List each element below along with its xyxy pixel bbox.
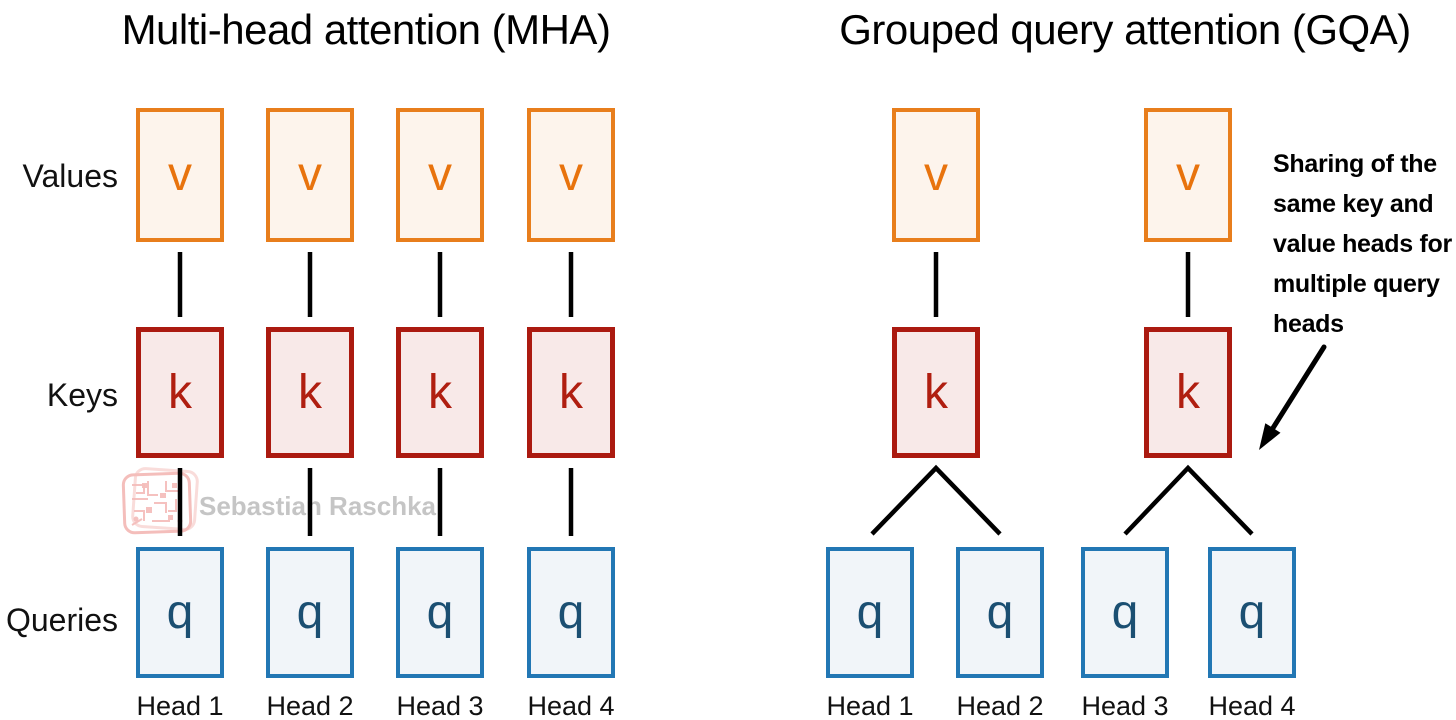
key-letter: k <box>924 365 948 419</box>
annotation-arrow-icon <box>1259 344 1327 450</box>
gqa-head-label-3: Head 3 <box>1081 691 1169 720</box>
gqa-head-label-4: Head 4 <box>1208 691 1296 720</box>
key-letter: k <box>298 365 322 419</box>
value-letter: v <box>1176 148 1200 201</box>
gqa-query-box-1: q <box>826 547 914 678</box>
query-letter: q <box>296 585 324 639</box>
gqa-key-box-1: k <box>892 327 980 458</box>
gqa-title: Grouped query attention (GQA) <box>839 6 1411 53</box>
query-letter: q <box>856 585 884 639</box>
gqa-query-box-2: q <box>956 547 1044 678</box>
query-letter: q <box>1111 585 1139 639</box>
query-letter: q <box>426 585 454 639</box>
circuit-chip-logo-icon <box>121 467 199 535</box>
mha-head-label-4: Head 4 <box>527 691 615 720</box>
mha-head-label-2: Head 2 <box>266 691 354 720</box>
mha-value-box-1: v <box>136 108 224 242</box>
value-letter: v <box>924 148 948 201</box>
gqa-head-label-2: Head 2 <box>956 691 1044 720</box>
mha-key-box-4: k <box>527 327 615 458</box>
value-letter: v <box>428 148 452 201</box>
query-letter: q <box>557 585 585 639</box>
mha-head-label-1: Head 1 <box>136 691 224 720</box>
value-letter: v <box>559 148 583 201</box>
annotation-line: same key and <box>1273 190 1434 218</box>
key-letter: k <box>168 365 192 419</box>
gqa-key-box-2: k <box>1144 327 1232 458</box>
value-letter: v <box>168 148 192 201</box>
annotation-note: Sharing of the same key and value heads … <box>1273 144 1452 344</box>
gqa-query-box-3: q <box>1081 547 1169 678</box>
mha-value-box-3: v <box>396 108 484 242</box>
annotation-line: Sharing of the <box>1273 150 1437 178</box>
queries-row-label: Queries <box>5 602 118 638</box>
gqa-query-box-4: q <box>1208 547 1296 678</box>
key-letter: k <box>428 365 452 419</box>
gqa-branch-group-1 <box>870 464 1002 536</box>
mha-key-box-2: k <box>266 327 354 458</box>
mha-head-label-3: Head 3 <box>396 691 484 720</box>
mha-title: Multi-head attention (MHA) <box>121 6 611 53</box>
query-letter: q <box>1238 585 1266 639</box>
value-letter: v <box>298 148 322 201</box>
key-letter: k <box>1176 365 1200 419</box>
gqa-branch-group-2 <box>1123 464 1254 536</box>
annotation-line: multiple query <box>1273 270 1440 298</box>
mha-query-box-3: q <box>396 547 484 678</box>
gqa-value-box-2: v <box>1144 108 1232 242</box>
mha-value-box-4: v <box>527 108 615 242</box>
mha-query-box-2: q <box>266 547 354 678</box>
gqa-head-label-1: Head 1 <box>826 691 914 720</box>
key-letter: k <box>559 365 583 419</box>
mha-query-box-1: q <box>136 547 224 678</box>
gqa-value-box-1: v <box>892 108 980 242</box>
annotation-line: value heads for <box>1273 230 1452 258</box>
query-letter: q <box>986 585 1014 639</box>
query-letter: q <box>166 585 194 639</box>
mha-key-box-3: k <box>396 327 484 458</box>
watermark-text: Sebastian Raschka <box>199 491 437 521</box>
mha-value-box-2: v <box>266 108 354 242</box>
mha-query-box-4: q <box>527 547 615 678</box>
annotation-line: heads <box>1273 310 1344 338</box>
keys-row-label: Keys <box>46 377 118 413</box>
values-row-label: Values <box>22 158 118 194</box>
mha-key-box-1: k <box>136 327 224 458</box>
